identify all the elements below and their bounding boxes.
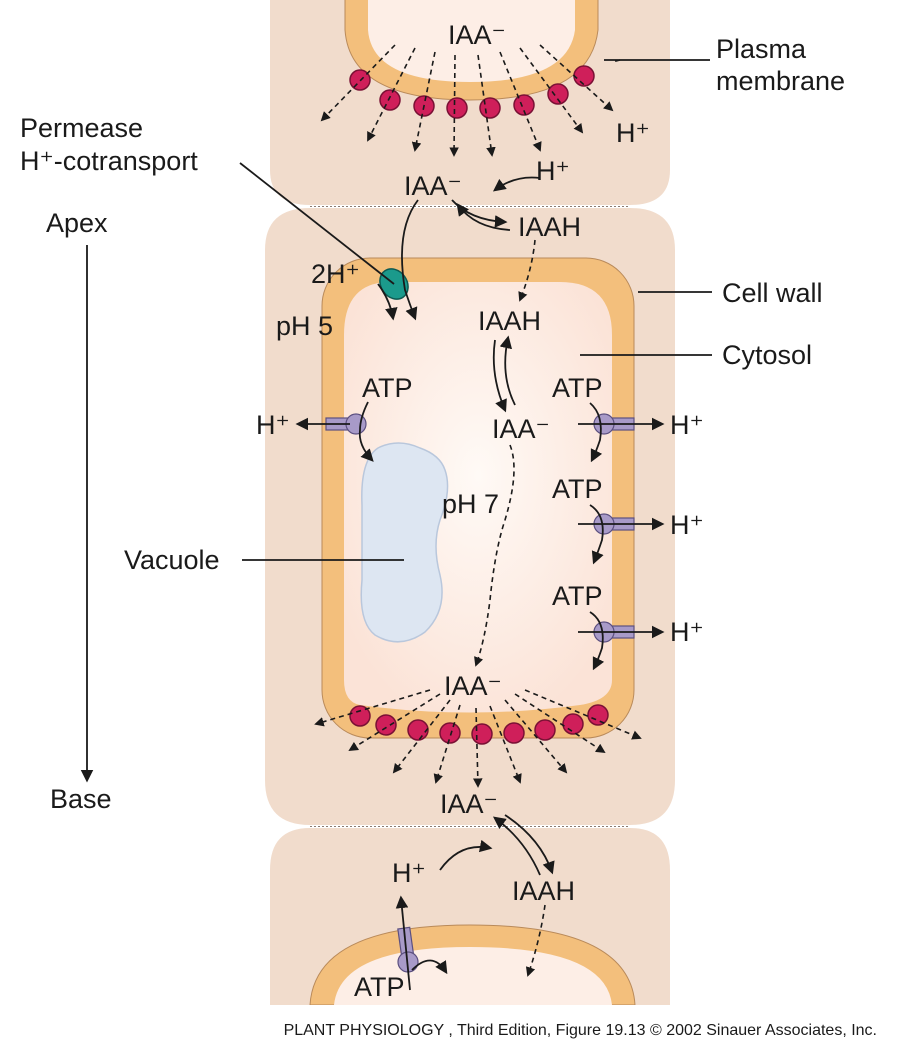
h-plus-left: H⁺ xyxy=(256,410,290,440)
iaa-anion-middle-bottom: IAA⁻ xyxy=(444,671,502,701)
iaa-anion-wall-bottom: IAA⁻ xyxy=(440,789,498,819)
efflux-carrier xyxy=(407,719,429,741)
efflux-carrier xyxy=(439,722,461,744)
vacuole xyxy=(360,442,449,643)
middle-cell xyxy=(321,257,635,739)
efflux-carrier xyxy=(375,714,397,736)
upper-cell-membrane xyxy=(344,0,599,101)
efflux-carrier xyxy=(446,97,468,119)
h-plus-right-2: H⁺ xyxy=(670,510,704,540)
efflux-carrier xyxy=(471,723,493,745)
ph5-label: pH 5 xyxy=(276,311,333,341)
iaa-anion-upper: IAA⁻ xyxy=(448,20,506,50)
ph7-label: pH 7 xyxy=(442,489,499,519)
iaa-anion-cytosol: IAA⁻ xyxy=(492,414,550,444)
base-label: Base xyxy=(50,784,112,814)
leader-lines xyxy=(239,59,712,561)
atp-right-2: ATP xyxy=(552,474,603,504)
h-plus-right-3: H⁺ xyxy=(670,617,704,647)
efflux-rays-upper xyxy=(320,44,614,157)
h-plus-upper-right: H⁺ xyxy=(616,118,650,148)
efflux-rays-middle xyxy=(314,689,642,788)
h-plus-lower-cell: H⁺ xyxy=(392,858,426,888)
h-plus-wall-top: H⁺ xyxy=(536,156,570,186)
cytosol-label: Cytosol xyxy=(722,340,812,370)
iaa-anion-wall-top: IAA⁻ xyxy=(404,171,462,201)
figure-caption: PLANT PHYSIOLOGY , Third Edition, Figure… xyxy=(284,1022,877,1039)
iaah-lower: IAAH xyxy=(512,876,575,906)
h-plus-right-1: H⁺ xyxy=(670,410,704,440)
efflux-carrier xyxy=(479,97,501,119)
efflux-carrier xyxy=(573,65,595,87)
cell-wall-label: Cell wall xyxy=(722,278,823,308)
efflux-carrier xyxy=(562,713,584,735)
atp-right-3: ATP xyxy=(552,581,603,611)
efflux-carrier xyxy=(547,83,569,105)
efflux-carrier xyxy=(587,704,609,726)
atp-lower: ATP xyxy=(354,972,405,1002)
iaah-cytosol: IAAH xyxy=(478,306,541,336)
atp-right-1: ATP xyxy=(552,373,603,403)
efflux-carrier xyxy=(349,705,371,727)
two-h-plus: 2H⁺ xyxy=(311,259,360,289)
solid-arrows xyxy=(295,176,665,991)
apex-label: Apex xyxy=(46,208,108,238)
efflux-carrier xyxy=(534,719,556,741)
atp-left: ATP xyxy=(362,373,413,403)
efflux-carrier xyxy=(503,722,525,744)
efflux-carrier xyxy=(513,94,535,116)
iaah-wall-top: IAAH xyxy=(518,212,581,242)
efflux-carrier xyxy=(379,89,401,111)
vacuole-label: Vacuole xyxy=(124,545,220,575)
